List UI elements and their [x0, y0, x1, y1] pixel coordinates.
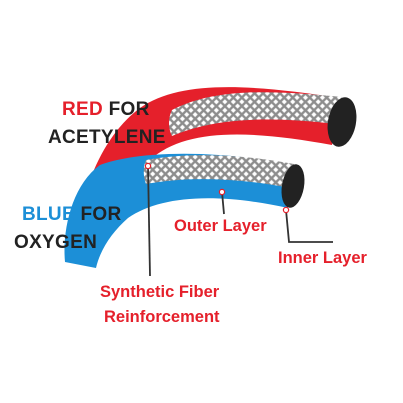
outer-layer-label: Outer Layer: [174, 217, 267, 235]
red-hose-fiber-reinforcement: [169, 92, 342, 136]
fiber-reinforcement-marker: [144, 162, 152, 170]
fiber-label-line2: Reinforcement: [104, 308, 220, 326]
blue-for-text: FOR: [74, 204, 122, 225]
red-hose-inner-layer: [327, 97, 357, 147]
blue-hose-fiber-reinforcement: [143, 155, 294, 188]
blue-hose-inner-layer: [281, 164, 305, 208]
acetylene-text: ACETYLENE: [48, 127, 166, 148]
inner-layer-label: Inner Layer: [278, 249, 367, 267]
fiber-reinforcement-leader: [147, 165, 151, 277]
blue-hose-outer-layer: [64, 153, 292, 268]
red-acetylene-label: RED FOR: [62, 100, 150, 119]
inner-layer-marker: [282, 206, 290, 214]
inner-layer-leader: [285, 209, 333, 243]
red-for-text: FOR: [103, 99, 150, 120]
blue-word: BLUE: [22, 204, 75, 225]
red-word: RED: [62, 99, 104, 120]
oxygen-text: OXYGEN: [14, 232, 98, 253]
fiber-label-line1: Synthetic Fiber: [100, 283, 220, 301]
blue-oxygen-label: BLUE FOR: [22, 205, 122, 224]
outer-layer-marker: [218, 188, 226, 196]
outer-layer-leader: [221, 191, 225, 215]
